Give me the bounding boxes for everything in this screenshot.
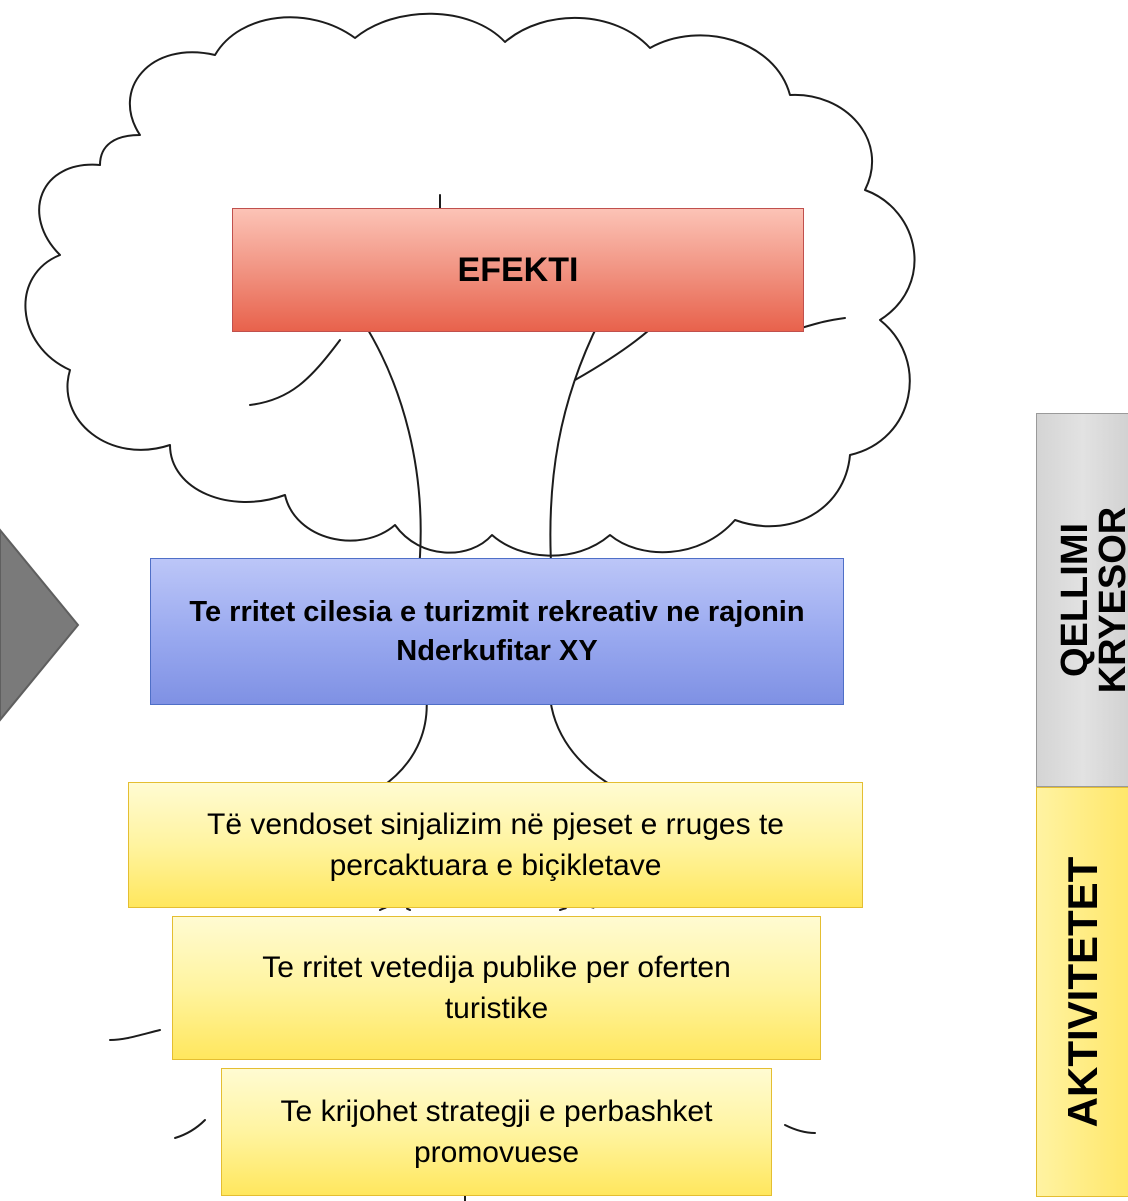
activities-label: AKTIVITETET (1058, 856, 1106, 1128)
activity-text-2: Te rritet vetedija publike per oferten t… (262, 951, 731, 1025)
activity-box-3: Te krijohet strategji e perbashket promo… (221, 1068, 772, 1196)
main-goal-line-1: QELLIMI (1053, 522, 1096, 678)
activity-box-1: Të vendoset sinjalizim në pjeset e rruge… (128, 782, 863, 908)
activity-text-3: Te krijohet strategji e perbashket promo… (280, 1095, 713, 1169)
activity-text-1: Të vendoset sinjalizim në pjeset e rruge… (207, 808, 784, 882)
goal-box: Te rritet cilesia e turizmit rekreativ n… (150, 558, 844, 705)
tree-canopy (24, 12, 916, 557)
activity-box-2: Te rritet vetedija publike per oferten t… (172, 916, 821, 1060)
main-goal-label: QELLIMI KRYESOR (1053, 506, 1128, 694)
goal-text: Te rritet cilesia e turizmit rekreativ n… (189, 595, 805, 667)
effect-box: EFEKTI (232, 208, 804, 332)
arrow-shape (0, 528, 80, 722)
side-label-activities: AKTIVITETET (1036, 787, 1128, 1197)
tree-trunk (361, 319, 422, 581)
effect-label: EFEKTI (457, 250, 579, 289)
main-goal-line-2: KRYESOR (1091, 506, 1128, 694)
side-label-main-goal: QELLIMI KRYESOR (1036, 413, 1128, 787)
